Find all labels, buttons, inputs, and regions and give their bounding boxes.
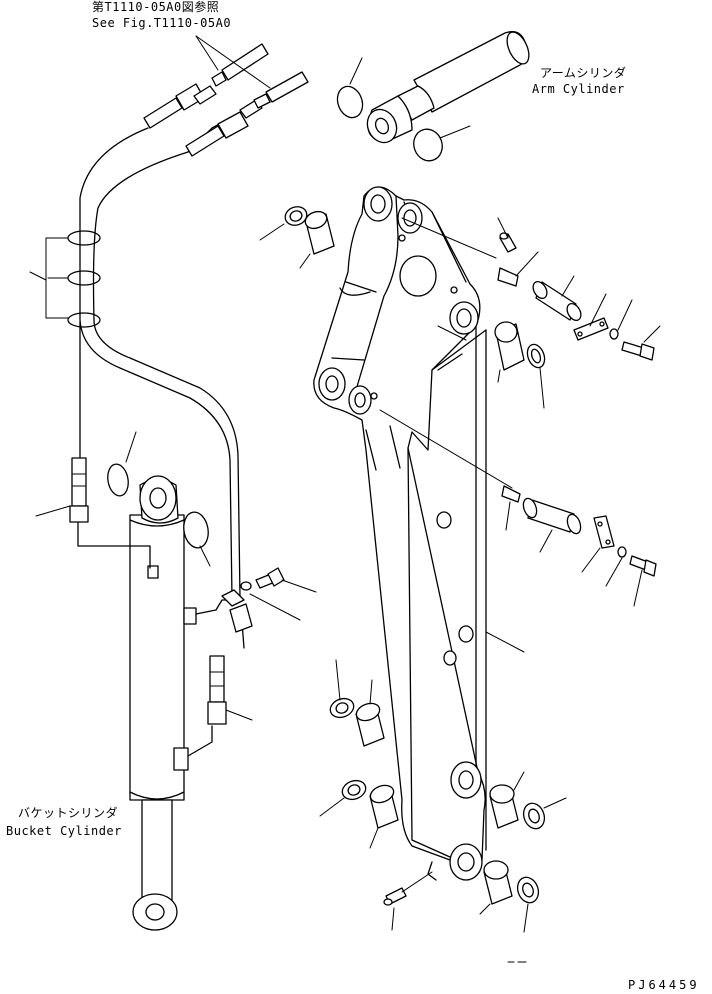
bucket-cylinder xyxy=(129,475,197,931)
reference-label-en: See Fig.T1110-05A0 xyxy=(92,16,232,30)
grease-lines xyxy=(379,217,513,489)
grease-fittings-top xyxy=(497,217,539,531)
block-and-bolt xyxy=(221,567,317,633)
arm-left-bushings xyxy=(259,206,399,849)
bottom-grease-fitting xyxy=(383,871,433,931)
hose-ends xyxy=(35,457,253,725)
arm-top-pin xyxy=(532,275,661,361)
arm-cylinder xyxy=(366,31,530,144)
bucket-cylinder-label-en: Bucket Cylinder xyxy=(6,824,122,838)
drawing-code: PJ64459 xyxy=(628,978,700,992)
bucket-cylinder-washers xyxy=(107,431,211,567)
arm-right-bushings xyxy=(479,771,567,933)
reference-label-jp: 第T1110-05A0図参照 xyxy=(92,0,220,14)
hose-fittings-top xyxy=(143,43,309,157)
ref-leaders xyxy=(195,35,271,89)
arm-top-bushing xyxy=(494,321,546,409)
hose-clamps xyxy=(29,230,101,328)
arm-cylinder-label-en: Arm Cylinder xyxy=(532,82,625,96)
hydraulic-hoses xyxy=(79,113,241,599)
arm-cylinder-label-jp: アームシリンダ xyxy=(540,66,627,80)
arm-middle-pin xyxy=(522,497,657,607)
bucket-cylinder-label-jp: バケットシリンダ xyxy=(18,806,119,820)
arm-body xyxy=(313,186,525,881)
arm-cylinder-washers xyxy=(336,57,471,162)
